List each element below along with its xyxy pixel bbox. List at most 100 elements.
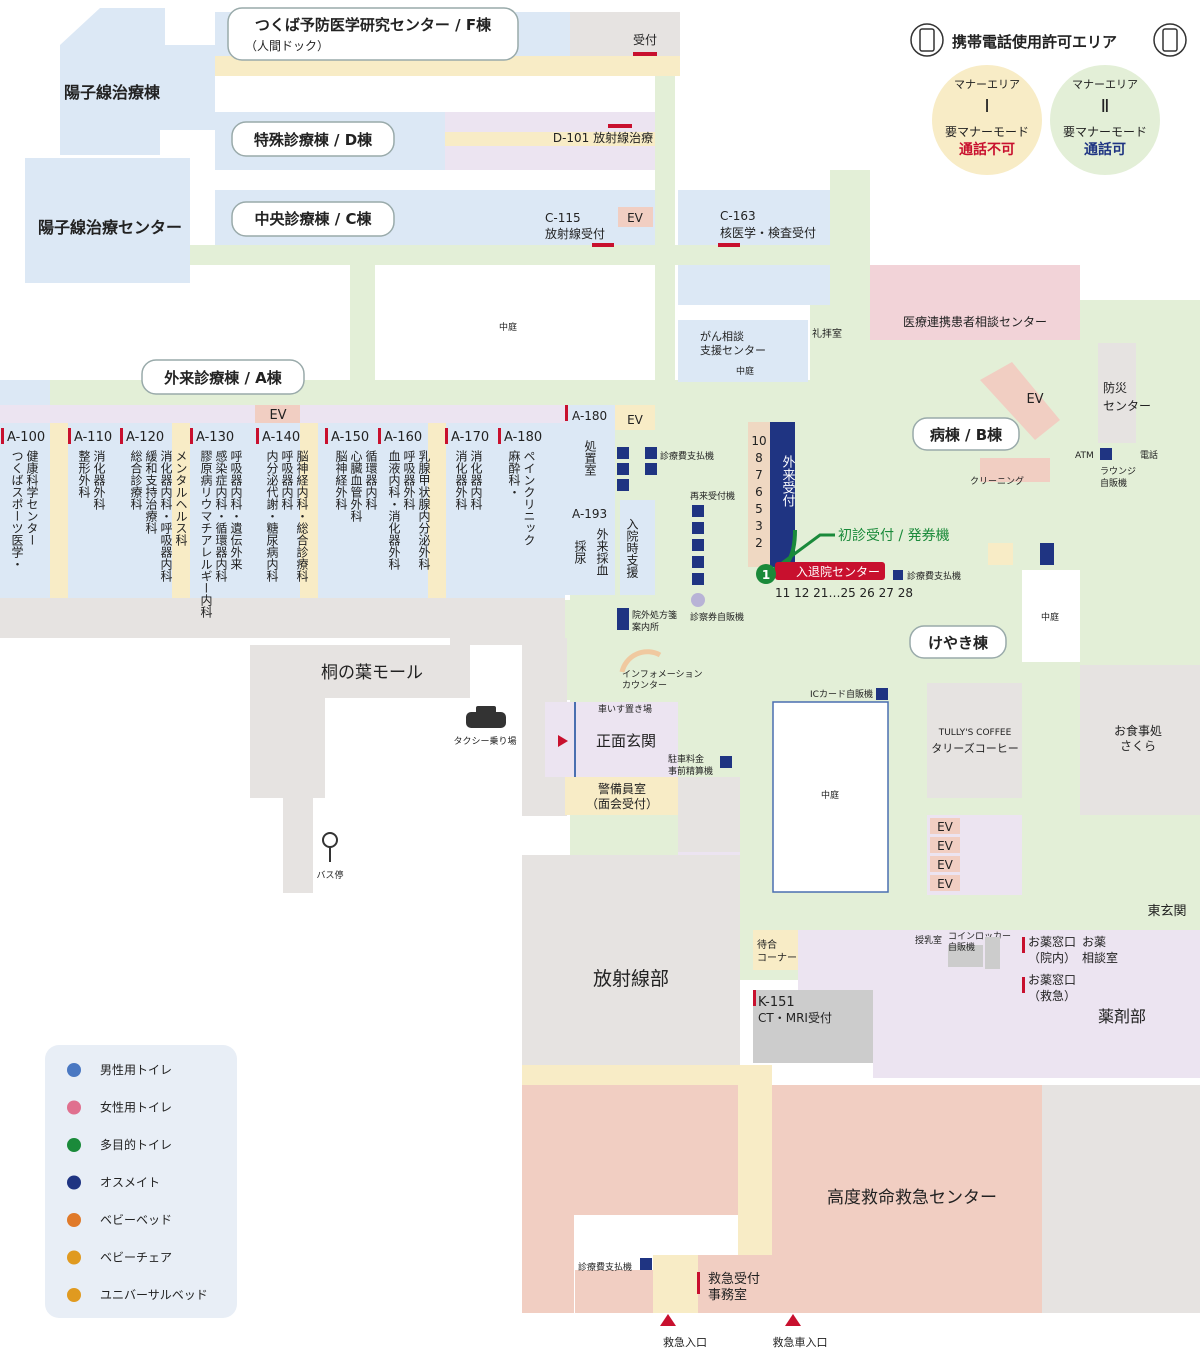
c163-name: 核医学・検査受付 bbox=[720, 225, 816, 240]
hoshasen-label: 放射線部 bbox=[593, 968, 669, 990]
clinic-line-1-1: 消化器外科 bbox=[92, 450, 106, 510]
clinic-line-3-1: 感染症内科・循環器内科 bbox=[214, 449, 228, 582]
a193-name-1: 外来採血 bbox=[595, 528, 609, 576]
clinic-code-7: A-170 bbox=[451, 430, 489, 445]
junyu-label: 授乳室 bbox=[915, 934, 942, 946]
phone-area-title: 携帯電話使用許可エリア bbox=[952, 33, 1117, 51]
ingai-label-2: 案内所 bbox=[632, 621, 659, 633]
shinryohi-a: 診療費支払機 bbox=[660, 450, 714, 462]
clinic-line-4-1: 呼吸器内科 bbox=[280, 450, 294, 510]
kyukyu-iri-label: 救急入口 bbox=[663, 1335, 707, 1349]
clinic-line-6-0: 血液内科・消化器外科 bbox=[387, 450, 401, 570]
zone1-status: 通話不可 bbox=[959, 141, 1015, 158]
okusuri-kyu-1: お薬窓口 bbox=[1028, 972, 1076, 987]
east-courtyard-label: 中庭 bbox=[736, 365, 754, 377]
cafe-restaurant: TULLY'S COFFEE タリーズコーヒー お食事処 さくら EV EV E… bbox=[927, 665, 1200, 919]
ingai-label-1: 院外処方箋 bbox=[632, 609, 677, 621]
facility-legend: 男性用トイレ女性用トイレ多目的トイレオスメイトベビーベッドベビーチェアユニバーサ… bbox=[45, 1045, 237, 1318]
universal-bed-icon bbox=[67, 1288, 81, 1302]
coin-label-2: 自販機 bbox=[948, 941, 975, 953]
clinic-line-4-0: 内分泌代謝・糖尿病内科 bbox=[265, 450, 279, 582]
clinic-line-7-1: 消化器内科 bbox=[469, 450, 483, 510]
zone2-num: Ⅱ bbox=[1101, 96, 1110, 117]
okusuri-sodan-1: お薬 bbox=[1082, 935, 1106, 949]
cleaning-label: クリーニング bbox=[970, 475, 1024, 487]
b-building-name: 病棟 / B棟 bbox=[930, 426, 1003, 444]
renkei-label: 医療連携患者相談センター bbox=[903, 314, 1047, 329]
counter-num-6: 6 bbox=[755, 485, 763, 499]
okusuri-kyu-2: （救急） bbox=[1028, 988, 1076, 1003]
saiunke-label: 再来受付機 bbox=[690, 490, 735, 502]
clinic-marker-8 bbox=[498, 428, 501, 444]
atm-label: ATM bbox=[1075, 451, 1094, 461]
clinic-code-6: A-160 bbox=[384, 430, 422, 445]
counter-num-7: 7 bbox=[755, 468, 763, 482]
kurumaisu-label: 車いす置き場 bbox=[598, 703, 652, 715]
ic-label: ICカード自販機 bbox=[810, 688, 873, 700]
shinryohi-e: 診療費支払機 bbox=[578, 1261, 632, 1273]
kyumei-label: 高度救命救急センター bbox=[827, 1188, 997, 1208]
zone2-mode: 要マナーモード bbox=[1063, 125, 1147, 139]
f-reception: 受付 bbox=[633, 33, 657, 47]
c-ev-label: EV bbox=[627, 211, 644, 225]
ev-2: EV bbox=[937, 839, 954, 853]
a-building-name: 外来診療棟 / A棟 bbox=[163, 369, 283, 387]
a193-name-2: 採尿 bbox=[573, 540, 587, 564]
legend-label-6: ユニバーサルベッド bbox=[100, 1288, 208, 1302]
machiai-label-2: コーナー bbox=[757, 952, 797, 964]
building-a: EV 外来診療棟 / A棟 bbox=[0, 359, 565, 638]
clinic-line-0-1: 健康科学センター bbox=[25, 450, 39, 546]
outpatient-reception: 外来受付 初診受付 / 発券機 入退院センター 1 11 12 21…25 26… bbox=[748, 422, 961, 600]
clinic-marker-5 bbox=[325, 428, 328, 444]
bosai-label-2: センター bbox=[1103, 399, 1151, 413]
d-building-name: 特殊診療棟 / D棟 bbox=[254, 131, 373, 149]
ev-1: EV bbox=[937, 820, 954, 834]
keibi-label-1: 警備員室 bbox=[598, 781, 646, 796]
counter-num-3: 3 bbox=[755, 519, 763, 533]
legend-label-2: 多目的トイレ bbox=[100, 1137, 172, 1152]
shoshin-label: 初診受付 / 発券機 bbox=[838, 527, 950, 544]
clinic-line-6-1: 呼吸器外科 bbox=[402, 450, 416, 510]
clinic-line-1-0: 整形外科 bbox=[77, 449, 91, 498]
accessible-toilet-icon bbox=[67, 1138, 81, 1152]
chusha-label-1: 駐車料金 bbox=[668, 753, 704, 765]
k151-code: K-151 bbox=[758, 995, 795, 1010]
f-building-sub: （人間ドック） bbox=[245, 39, 329, 53]
central-courtyard-label: 中庭 bbox=[821, 789, 839, 801]
clinic-line-8-1: ペインクリニック bbox=[522, 450, 536, 546]
denwa-label-b: 電話 bbox=[1140, 449, 1158, 461]
clinic-code-2: A-120 bbox=[126, 430, 164, 445]
tullys-label-2: タリーズコーヒー bbox=[931, 741, 1018, 755]
zone2-status: 通話可 bbox=[1084, 141, 1126, 158]
north-courtyard-label: 中庭 bbox=[499, 321, 517, 333]
proton-building-label: 陽子線治療棟 bbox=[64, 83, 161, 102]
clinic-marker-3 bbox=[190, 428, 193, 444]
counter-num-5: 5 bbox=[755, 502, 763, 516]
counter-num-10: 10 bbox=[751, 434, 766, 448]
legend-label-0: 男性用トイレ bbox=[100, 1063, 172, 1077]
lounge-label-1: ラウンジ bbox=[1100, 466, 1136, 477]
clinic-line-3-2: 呼吸器内科・遺伝外来 bbox=[229, 450, 243, 570]
north-courtyard: 中庭 がん相談 支援センター 礼拝室 中庭 bbox=[375, 265, 842, 382]
clinic-line-2-0: 総合診療科 bbox=[129, 450, 143, 510]
clinic-marker-6 bbox=[378, 428, 381, 444]
clinic-marker-7 bbox=[445, 428, 448, 444]
kyukyusha-iri-label: 救急車入口 bbox=[773, 1335, 828, 1349]
keyaki-name: けやき棟 bbox=[928, 634, 989, 652]
yakuzai-label: 薬剤部 bbox=[1098, 1007, 1146, 1026]
c163-code: C-163 bbox=[720, 209, 756, 223]
machiai-label-1: 待合 bbox=[757, 938, 777, 951]
clinic-marker-2 bbox=[120, 428, 123, 444]
counter-num-2: 2 bbox=[755, 536, 763, 550]
clinic-code-8: A-180 bbox=[504, 430, 542, 445]
main-entrance: 車いす置き場 正面玄関 警備員室 （面会受付） 駐車料金 事前精算機 電話 bbox=[545, 702, 733, 815]
keyaki-building: 中庭 けやき棟 bbox=[909, 543, 1080, 662]
tullys-label-1: TULLY'S COFFEE bbox=[938, 728, 1012, 738]
a180-2-name: 処置室 bbox=[583, 440, 597, 476]
clinic-line-2-1: 緩和支持治療科 bbox=[144, 450, 158, 534]
building-b: 医療連携患者相談センター 防災 センター EV 病棟 / B棟 ATM 電話 ラ… bbox=[870, 265, 1158, 489]
k151-name: CT・MRI受付 bbox=[758, 1011, 832, 1025]
zone2-label: マナーエリア bbox=[1072, 78, 1138, 91]
a-ev-label: EV bbox=[269, 408, 286, 423]
